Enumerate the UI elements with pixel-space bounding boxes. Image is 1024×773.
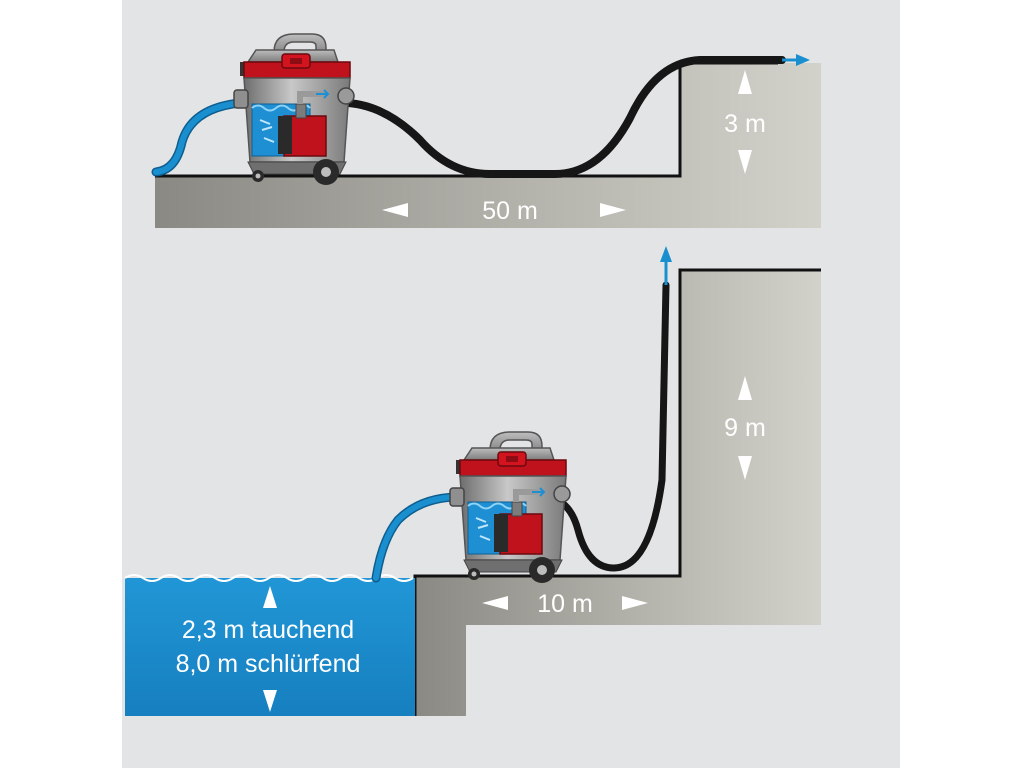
bottom-height-arrow-down-icon — [738, 456, 752, 480]
depth-arrow-up-icon — [263, 586, 277, 608]
top-outflow-arrow-icon — [796, 54, 810, 66]
top-suction-hose — [153, 100, 243, 175]
top-height-label: 3 m — [724, 110, 766, 138]
bottom-pressure-hose — [544, 281, 670, 572]
bottom-suction-hose — [373, 494, 459, 581]
top-distance-arrow-right-icon — [600, 203, 626, 217]
bottom-height-arrow-up-icon — [738, 376, 752, 400]
top-height-arrow-down-icon — [738, 150, 752, 174]
top-pump-machine — [234, 34, 354, 185]
bottom-pump-machine — [450, 432, 570, 583]
bottom-height-label: 9 m — [724, 414, 766, 442]
bottom-outflow-arrow-icon — [660, 246, 672, 262]
water-surface — [124, 574, 414, 582]
depth-submerged-label: 2,3 m tauchend — [182, 616, 354, 644]
bottom-distance-arrow-right-icon — [622, 596, 648, 610]
bottom-distance-label: 10 m — [537, 590, 593, 618]
depth-slurping-label: 8,0 m schlürfend — [176, 650, 361, 678]
top-distance-arrow-left-icon — [382, 203, 408, 217]
top-scene: 50 m 3 m — [151, 34, 821, 228]
bottom-ground — [415, 270, 821, 716]
depth-arrow-down-icon — [263, 690, 277, 712]
bottom-scene: 10 m 9 m 2,3 m tauchend 8,0 m schlürfend — [124, 246, 821, 716]
top-pressure-hose — [331, 56, 786, 178]
bottom-distance-arrow-left-icon — [482, 596, 508, 610]
top-distance-label: 50 m — [482, 197, 538, 225]
top-height-arrow-up-icon — [738, 70, 752, 94]
top-ground — [155, 63, 821, 228]
